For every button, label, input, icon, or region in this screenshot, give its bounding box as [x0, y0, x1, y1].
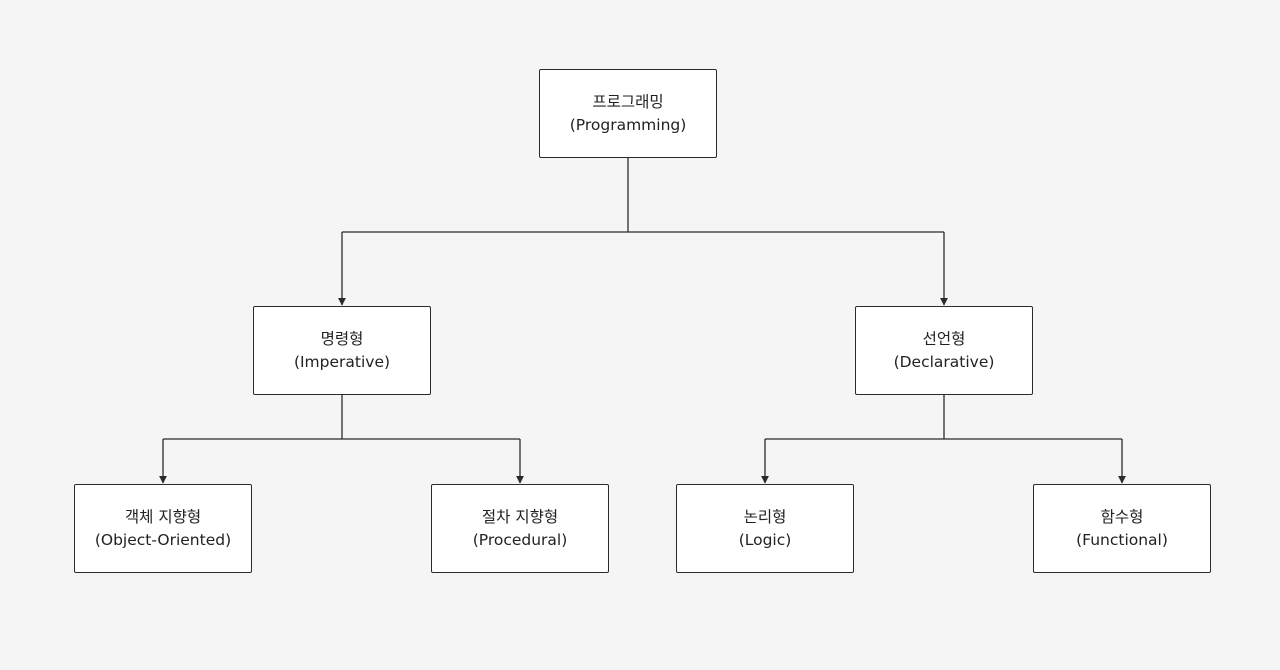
node-label-korean: 프로그래밍 — [592, 92, 664, 111]
node-label-english: (Declarative) — [893, 352, 995, 371]
node-label-english: (Object-Oriented) — [94, 530, 232, 549]
node-label-korean: 논리형 — [743, 507, 787, 526]
node-declarative: 선언형 (Declarative) — [855, 306, 1033, 395]
node-imperative: 명령형 (Imperative) — [253, 306, 431, 395]
node-label-english: (Imperative) — [293, 352, 391, 371]
node-label-english: (Programming) — [569, 115, 687, 134]
node-label-korean: 절차 지향형 — [481, 507, 559, 526]
node-programming: 프로그래밍 (Programming) — [539, 69, 717, 158]
node-label-english: (Functional) — [1076, 530, 1168, 549]
node-procedural: 절차 지향형 (Procedural) — [431, 484, 609, 573]
node-label-korean: 선언형 — [922, 329, 966, 348]
node-object-oriented: 객체 지향형 (Object-Oriented) — [74, 484, 252, 573]
node-label-korean: 함수형 — [1100, 507, 1144, 526]
node-label-korean: 객체 지향형 — [124, 507, 202, 526]
node-logic: 논리형 (Logic) — [676, 484, 854, 573]
node-label-english: (Procedural) — [472, 530, 568, 549]
node-label-korean: 명령형 — [320, 329, 364, 348]
node-label-english: (Logic) — [738, 530, 792, 549]
node-functional: 함수형 (Functional) — [1033, 484, 1211, 573]
